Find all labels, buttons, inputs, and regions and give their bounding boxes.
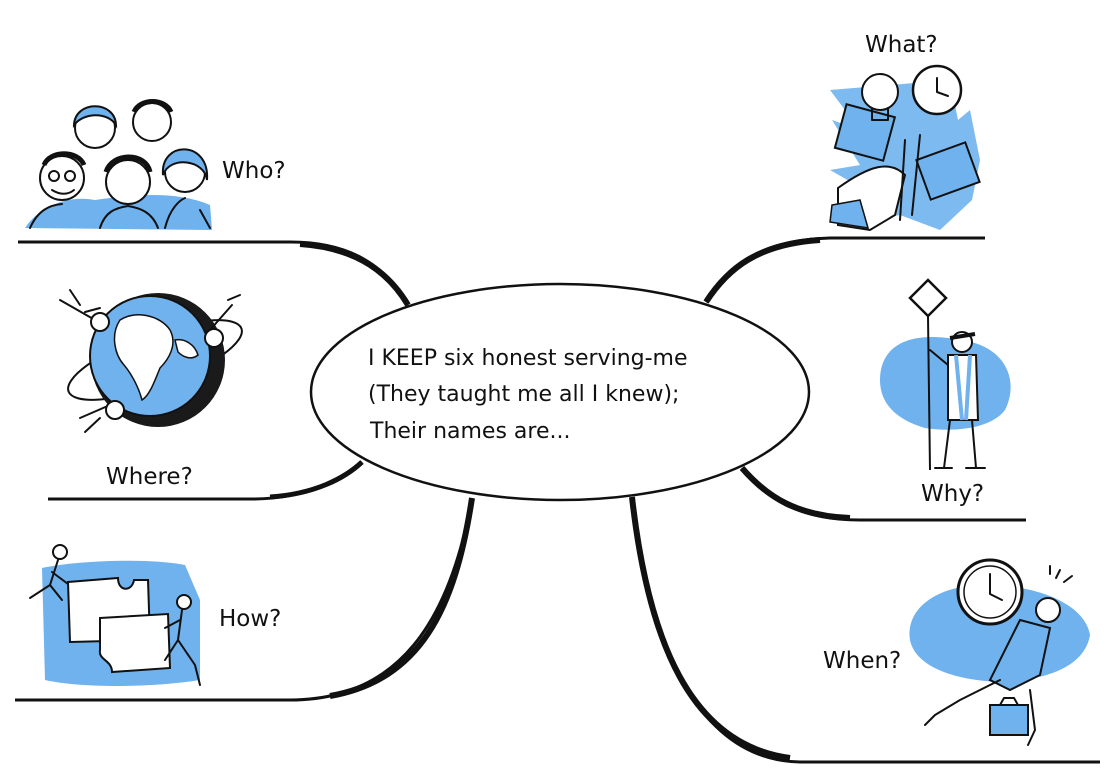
label-who: Who? [222,158,286,184]
central-text-line-3: Their names are... [369,419,570,444]
label-what: What? [865,32,938,58]
people-group-illustration [25,99,212,230]
sign-holder-illustration [880,278,1011,471]
label-where: Where? [106,464,193,490]
central-ellipse [309,282,811,502]
label-when: When? [823,648,901,674]
central-text-line-1: I KEEP six honest serving-me [368,346,688,371]
central-text-line-2: (They taught me all I knew); [368,382,679,407]
clock-carrier-illustration [909,558,1090,746]
branch-line-where [48,460,364,501]
globe-illustration [59,289,243,433]
central-node: I KEEP six honest serving-me (They taugh… [309,282,811,502]
ideas-illustration [829,64,981,232]
branch-lines [15,236,1100,764]
branch-line-what [704,236,985,303]
label-how: How? [219,606,281,632]
label-why: Why? [921,481,984,507]
puzzle-illustration [29,544,201,686]
